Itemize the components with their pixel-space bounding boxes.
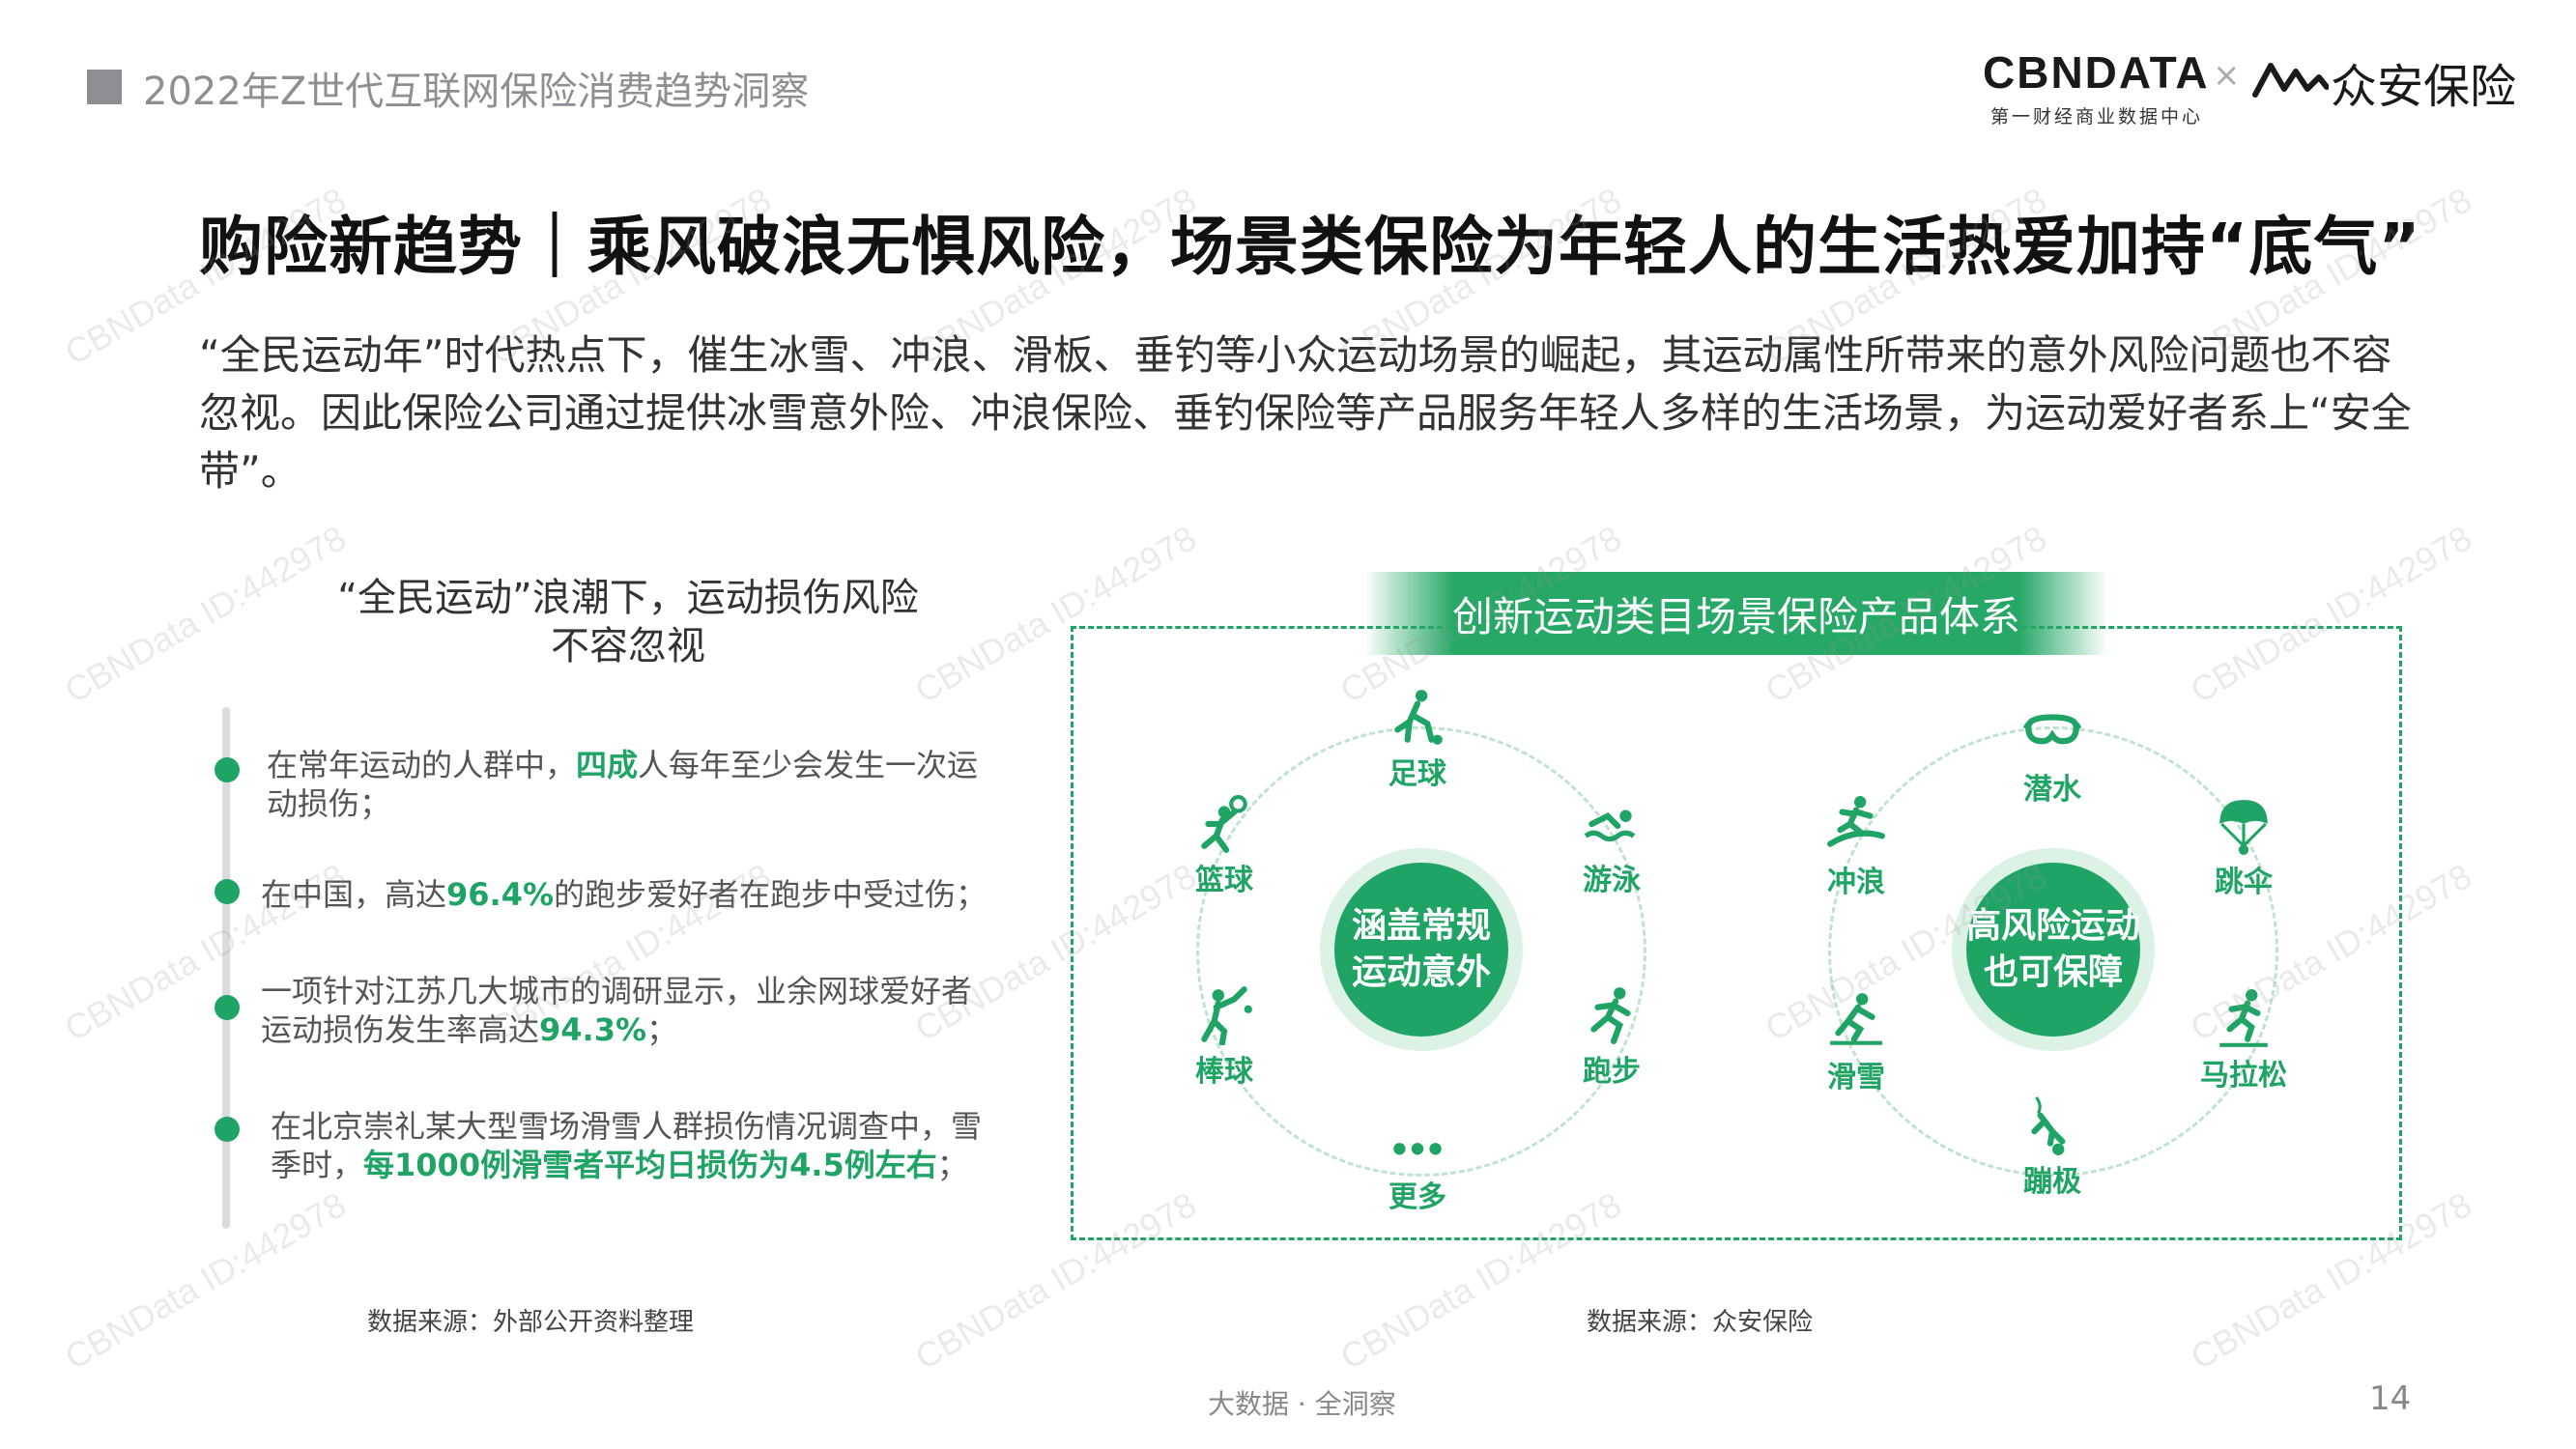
sport-label: 足球 — [1388, 757, 1446, 791]
bullet-item-4: 在北京崇礼某大型雪场滑雪人群损伤情况调查中，雪季时，每1000例滑雪者平均日损伤… — [271, 1108, 983, 1183]
header-square — [87, 70, 122, 104]
zhongan-mountain-icon — [2252, 63, 2329, 98]
zhongan-logo-text: 众安保险 — [2331, 60, 2517, 114]
sport-label: 更多 — [1388, 1180, 1446, 1214]
parachute-icon — [2219, 800, 2268, 855]
sport-baseball: 棒球 — [1157, 985, 1292, 1090]
watermark: CBNData ID:442978 — [58, 1183, 353, 1378]
sport-label: 潜水 — [2023, 773, 2081, 807]
right-center-line2: 也可保障 — [1983, 952, 2123, 992]
bullet-dot — [215, 879, 240, 904]
left-center-circle: 涵盖常规 运动意外 — [1334, 863, 1508, 1037]
sport-skiing: 滑雪 — [1789, 991, 1924, 1095]
bullet-item-3: 一项针对江苏几大城市的调研显示，业余网球爱好者运动损伤发生率高达94.3%； — [261, 973, 973, 1048]
cbndata-logo-subtitle: 第一财经商业数据中心 — [1990, 106, 2204, 128]
sport-basketball: 篮球 — [1157, 794, 1292, 898]
sport-diving: 潜水 — [1985, 703, 2120, 808]
page-title: 购险新趋势｜乘风破浪无惧风险，场景类保险为年轻人的生活热爱加持“底气” — [199, 210, 2421, 284]
left-subtitle: “全民运动”浪潮下，运动损伤风险 不容忽视 — [290, 574, 966, 670]
sport-more: 更多 — [1350, 1111, 1485, 1215]
report-title: 2022年Z世代互联网保险消费趋势洞察 — [143, 70, 810, 114]
panel-banner: 创新运动类目场景保险产品体系 — [1364, 572, 2108, 655]
left-center-line1: 涵盖常规 — [1351, 906, 1491, 946]
basketball-icon — [1201, 795, 1247, 853]
marathon-icon — [2219, 989, 2268, 1047]
soccer-icon — [1394, 690, 1443, 745]
cbndata-logo: CBNDATA — [1983, 47, 2210, 98]
bullet-dot — [215, 757, 240, 782]
sport-label: 滑雪 — [1827, 1061, 1885, 1094]
left-center-line2: 运动意外 — [1351, 952, 1491, 992]
more-dots-icon — [1393, 1143, 1442, 1155]
bullet-dot — [215, 1117, 240, 1142]
swimming-icon — [1584, 810, 1636, 842]
left-source: 数据来源：外部公开资料整理 — [367, 1308, 695, 1337]
logo-separator: × — [2213, 56, 2241, 95]
sport-label: 冲浪 — [1827, 866, 1885, 899]
bullet-dot — [215, 995, 240, 1020]
diving-mask-icon — [2022, 714, 2082, 745]
left-subtitle-line2: 不容忽视 — [551, 624, 705, 668]
right-source: 数据来源：众安保险 — [1587, 1308, 1814, 1337]
skiing-icon — [1830, 993, 1882, 1045]
sport-label: 跳伞 — [2215, 866, 2273, 899]
right-center-circle: 高风险运动 也可保障 — [1966, 863, 2140, 1037]
sport-label: 游泳 — [1583, 864, 1641, 897]
right-center-line1: 高风险运动 — [1966, 906, 2141, 946]
sport-label: 篮球 — [1195, 864, 1253, 897]
bullet-item-2: 在中国，高达96.4%的跑步爱好者在跑步中受过伤； — [261, 876, 987, 913]
sport-label: 蹦极 — [2023, 1165, 2081, 1199]
sport-parachute: 跳伞 — [2176, 796, 2311, 900]
page-number: 14 — [2369, 1379, 2412, 1418]
left-subtitle-line1: “全民运动”浪潮下，运动损伤风险 — [337, 576, 919, 620]
sport-soccer: 足球 — [1350, 688, 1485, 792]
running-icon — [1590, 987, 1631, 1044]
bullet-item-1: 在常年运动的人群中，四成人每年至少会发生一次运动损伤； — [267, 747, 979, 822]
sport-label: 马拉松 — [2200, 1059, 2287, 1093]
baseball-icon — [1201, 986, 1252, 1045]
left-circle-ring — [1196, 726, 1646, 1177]
surfing-icon — [1827, 796, 1885, 847]
right-circle-ring — [1828, 726, 2278, 1177]
intro-paragraph: “全民运动年”时代热点下，催生冰雪、冲浪、滑板、垂钓等小众运动场景的崛起，其运动… — [199, 331, 2412, 495]
timeline-bar — [222, 707, 230, 1229]
sport-label: 棒球 — [1195, 1055, 1253, 1089]
sport-running: 跑步 — [1544, 985, 1679, 1090]
sport-label: 跑步 — [1583, 1055, 1641, 1089]
sport-surfing: 冲浪 — [1789, 796, 1924, 900]
bungee-icon — [2031, 1096, 2066, 1155]
sport-marathon: 马拉松 — [2176, 989, 2311, 1094]
sport-swimming: 游泳 — [1544, 794, 1679, 898]
footer-slogan: 大数据 · 全洞察 — [1208, 1388, 1396, 1420]
sport-bungee: 蹦极 — [1985, 1095, 2120, 1200]
